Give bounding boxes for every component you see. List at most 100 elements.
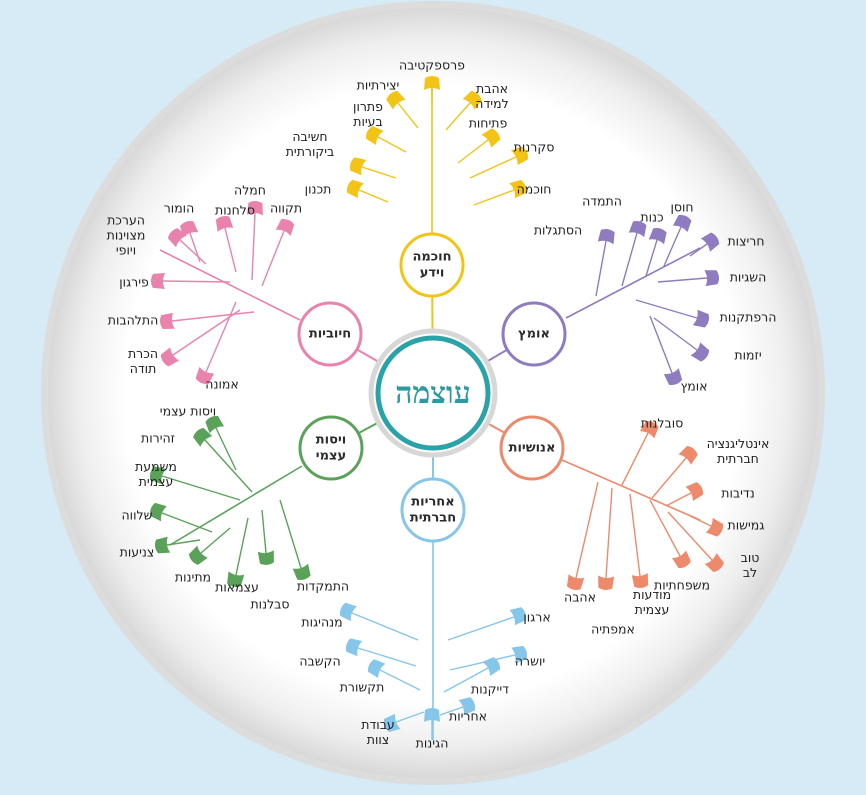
- self-leaf-marker: [149, 502, 167, 522]
- self-twig: [166, 539, 201, 546]
- humanity-leaf-marker: [598, 575, 615, 590]
- positivity-leaf-marker: [151, 273, 166, 290]
- positivity-twig: [251, 212, 256, 281]
- self-leaf-label: מתינות: [175, 570, 211, 585]
- courage-leaf-marker: [690, 342, 710, 362]
- humanity-leaf-marker: [639, 420, 659, 439]
- social-twig: [443, 667, 489, 693]
- positivity-twig: [162, 280, 231, 283]
- courage-twig: [657, 277, 708, 283]
- humanity-twig: [689, 515, 712, 527]
- courage-leaf-label: הסתגלות: [534, 223, 582, 238]
- positivity-leaf-marker: [180, 220, 199, 238]
- humanity-leaf-marker: [566, 574, 585, 590]
- wisdom-leaf-marker: [365, 126, 384, 145]
- wisdom-leaf-marker: [424, 76, 440, 90]
- social-leaf-marker: [367, 659, 386, 679]
- positivity-trunk: [159, 249, 301, 321]
- courage-twig: [635, 299, 698, 319]
- wisdom-hub-circle: [399, 232, 465, 298]
- humanity-leaf-marker: [704, 553, 724, 573]
- courage-leaf-label: הרפתקנות: [720, 310, 777, 325]
- self-leaf-label: התמקדות: [297, 579, 349, 594]
- wisdom-twig: [358, 189, 389, 203]
- self-leaf-label: שלווה: [122, 508, 153, 523]
- social-leaf-label: דייקנות: [471, 682, 509, 697]
- wisdom-twig: [473, 189, 515, 206]
- social-twig: [395, 711, 425, 723]
- courage-leaf-marker: [704, 270, 719, 287]
- courage-leaf-marker: [597, 229, 615, 245]
- self-twig: [235, 517, 249, 576]
- courage-leaf-marker: [648, 227, 667, 245]
- self-leaf-marker: [257, 550, 274, 565]
- wisdom-twig: [469, 156, 517, 179]
- positivity-leaf-label: סלחנות: [215, 203, 255, 218]
- social-leaf-label: אחריות: [449, 709, 487, 724]
- wisdom-twig: [361, 166, 397, 179]
- courage-twig: [595, 240, 607, 297]
- humanity-leaf-label: משפחתיות: [654, 578, 710, 593]
- courage-twig: [645, 239, 658, 277]
- courage-leaf-marker: [672, 214, 692, 233]
- positivity-leaf-label: חמלה: [234, 183, 266, 198]
- social-hub-circle: [400, 477, 466, 543]
- courage-leaf-label: כנות: [640, 210, 663, 225]
- self-leaf-label: עצמאות: [215, 580, 259, 595]
- social-leaf-label: יושרה: [515, 654, 545, 669]
- positivity-hub-label: חיוביות: [309, 327, 351, 342]
- positivity-leaf-marker: [195, 367, 215, 385]
- courage-leaf-label: אומץ: [681, 379, 708, 394]
- wisdom-leaf-marker: [386, 90, 406, 110]
- courage-twig: [663, 226, 682, 267]
- social-leaf-label: הגינות: [416, 736, 449, 751]
- humanity-leaf-marker: [631, 573, 649, 588]
- humanity-twig: [649, 499, 681, 557]
- self-leaf-label: צניעות: [120, 545, 155, 560]
- courage-leaf-label: התמדה: [582, 194, 622, 209]
- courage-leaf-label: חוסן: [670, 200, 693, 215]
- wisdom-leaf-label: פרספקטיבה: [399, 58, 465, 73]
- social-twig: [379, 669, 421, 691]
- self-twig: [215, 427, 237, 471]
- wisdom-leaf-marker: [349, 157, 367, 176]
- humanity-twig: [605, 487, 613, 579]
- positivity-leaf-marker: [160, 312, 175, 330]
- wisdom-leaf-marker: [346, 179, 364, 199]
- social-leaf-marker: [482, 657, 501, 676]
- positivity-twig: [261, 230, 285, 287]
- positivity-leaf-label: אמונה: [205, 377, 238, 392]
- courage-leaf-label: חריצות: [727, 234, 764, 249]
- self-leaf-label: סבלנות: [250, 597, 289, 612]
- courage-leaf-marker: [628, 220, 647, 238]
- self-leaf-marker: [205, 415, 225, 434]
- social-leaf-label: ארגון: [523, 610, 550, 625]
- wisdom-leaf-label: חוכמה: [517, 182, 552, 197]
- self-leaf-label: ויסות עצמי: [160, 404, 216, 419]
- wisdom-leaf-marker: [481, 128, 501, 148]
- self-twig: [204, 439, 253, 493]
- humanity-twig: [651, 457, 687, 499]
- positivity-twig: [171, 311, 255, 322]
- humanity-twig: [621, 432, 649, 486]
- wisdom-leaf-label: פתיחות: [469, 116, 508, 131]
- self-leaf-marker: [193, 427, 213, 447]
- self-leaf-marker: [188, 545, 208, 565]
- social-leaf-marker: [383, 713, 401, 732]
- positivity-hub-circle: [297, 301, 363, 367]
- humanity-twig: [575, 481, 599, 579]
- humanity-leaf-marker: [705, 517, 724, 537]
- positivity-twig: [189, 232, 201, 263]
- self-twig: [161, 512, 213, 533]
- positivity-twig: [172, 309, 241, 356]
- courage-leaf-label: השגיות: [730, 270, 767, 285]
- courage-leaf-label: יזמות: [734, 348, 761, 363]
